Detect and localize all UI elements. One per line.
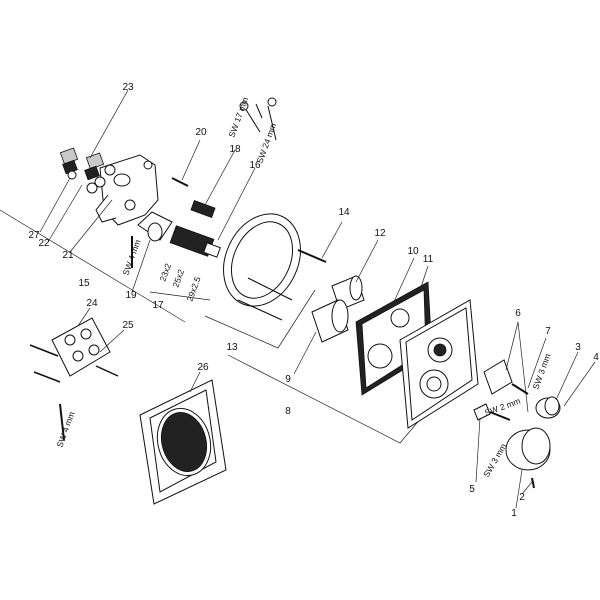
callout-26: 26: [197, 362, 209, 373]
part-18-check-valve: [190, 200, 216, 218]
callout-10: 10: [407, 246, 419, 257]
size-sw17: SW 17 mm: [226, 96, 250, 139]
callout-23: 23: [122, 82, 134, 93]
callout-9: 9: [285, 374, 291, 385]
callout-25: 25: [122, 320, 134, 331]
callout-7: 7: [545, 326, 551, 337]
callout-17: 17: [152, 300, 164, 311]
callout-14: 14: [338, 207, 350, 218]
part-11-gasket: [355, 281, 433, 396]
size-sw2: SW 2 mm: [483, 396, 521, 418]
wrench-icon: [239, 97, 277, 141]
size-o25: 25x2: [170, 268, 186, 289]
group-line-17: [149, 291, 211, 301]
part-13-mounting-ring: [223, 213, 301, 321]
callout-2: 2: [519, 492, 525, 503]
callout-6: 6: [515, 308, 521, 319]
callout-3: 3: [575, 342, 581, 353]
part-16-thermostat-cartridge: [169, 225, 221, 258]
part-2-grub-screw: [531, 477, 535, 489]
part-5-stem: [473, 403, 511, 421]
callout-12: 12: [374, 228, 386, 239]
part-3-knob: [535, 396, 561, 419]
callout-24: 24: [86, 298, 98, 309]
part-6-extension: [483, 359, 513, 395]
callout-5: 5: [469, 484, 475, 495]
part-7-screw: [511, 383, 529, 395]
part-8-cover-plate: [399, 299, 479, 429]
callout-27: 27: [28, 230, 40, 241]
part-24-rough-in-block: [29, 317, 119, 383]
part-9-sleeve: [311, 299, 349, 343]
size-o23: 23x2: [157, 262, 173, 283]
part-26-square-frame: [139, 379, 227, 505]
size-sw4b: SW 4 mm: [54, 410, 76, 448]
part-14-screw: [297, 249, 327, 263]
callout-16: 16: [249, 160, 261, 171]
callout-18: 18: [229, 144, 241, 155]
callout-19: 19: [125, 290, 137, 301]
callout-13: 13: [226, 342, 238, 353]
callout-11: 11: [423, 254, 434, 265]
callout-21: 21: [62, 250, 74, 261]
part-19-sleeve: [137, 211, 173, 242]
group-line-15: [0, 209, 186, 323]
callout-1: 1: [511, 508, 517, 519]
callout-15: 15: [78, 278, 90, 289]
sw-4mm-key-b: [59, 403, 65, 441]
callout-20: 20: [195, 127, 207, 138]
callout-4: 4: [593, 352, 599, 363]
callout-22: 22: [38, 238, 50, 249]
part-1-handle: [505, 427, 551, 471]
size-sw3b: SW 3 mm: [481, 442, 508, 479]
part-20-screw: [171, 177, 189, 187]
callout-8: 8: [285, 406, 291, 417]
group-line-13: [204, 289, 316, 349]
